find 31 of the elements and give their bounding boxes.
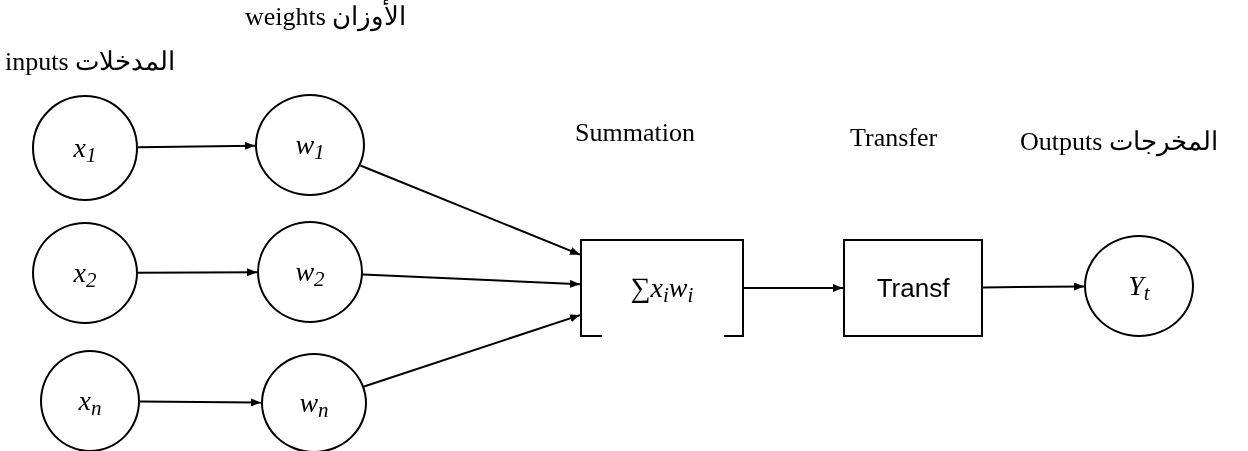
arrow bbox=[743, 284, 844, 292]
neuron-circle bbox=[32, 222, 138, 324]
arrow bbox=[982, 282, 1085, 291]
neuron-circle bbox=[40, 350, 140, 451]
arrow bbox=[137, 141, 256, 150]
neuron-circle bbox=[1084, 235, 1194, 337]
node-label: w$_{2}$ bbox=[295, 255, 325, 293]
layer-label: المخرجات Outputs bbox=[1020, 126, 1218, 159]
stage-label: Summation bbox=[575, 120, 695, 146]
neuron-circle bbox=[257, 221, 363, 323]
node-label: w$_{1}$ bbox=[295, 128, 325, 166]
arrow bbox=[361, 273, 581, 288]
node-label: x$_{n}$ bbox=[78, 384, 102, 422]
transfer-box bbox=[843, 239, 983, 337]
stage-label: Transfer bbox=[850, 125, 938, 151]
node-label: Y$_{t}$ bbox=[1128, 269, 1150, 307]
node-label: x$_{2}$ bbox=[73, 256, 97, 294]
summation-box bbox=[580, 239, 744, 337]
node-label: ∑x$_{i}$w$_{i}$ bbox=[630, 271, 694, 309]
arrow bbox=[137, 268, 258, 277]
layer-label: المدخلات inputs bbox=[5, 46, 176, 78]
arrow bbox=[139, 398, 262, 407]
neuron-circle bbox=[261, 353, 367, 451]
node-label: Transf bbox=[876, 271, 950, 305]
neuron-circle bbox=[255, 94, 365, 196]
node-label: w$_{n}$ bbox=[299, 386, 329, 424]
node-label: x$_{1}$ bbox=[73, 131, 97, 169]
neuron-circle bbox=[32, 95, 138, 201]
arrow bbox=[363, 314, 581, 388]
arrow bbox=[359, 164, 581, 256]
layer-label: الأوزان weights bbox=[245, 0, 407, 34]
